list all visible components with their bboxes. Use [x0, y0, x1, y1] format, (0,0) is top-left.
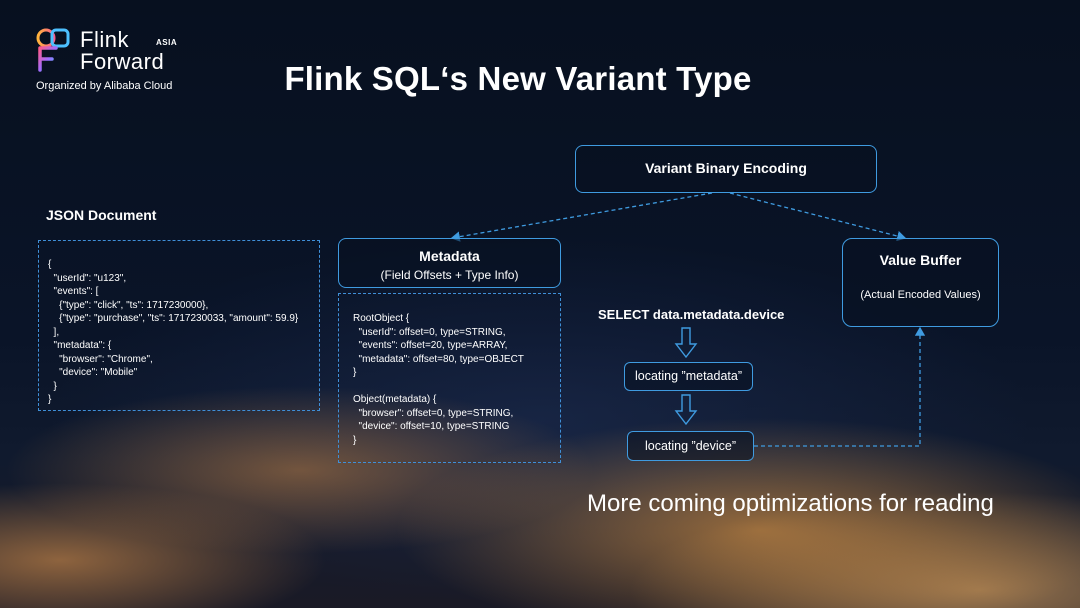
sql-query-text: SELECT data.metadata.device [598, 307, 785, 322]
connector-to-metadata [450, 192, 713, 242]
value-buffer-box: Value Buffer (Actual Encoded Values) [842, 238, 999, 327]
locating-device-box: locating ”device” [627, 431, 754, 461]
variant-binary-encoding-label: Variant Binary Encoding [645, 160, 807, 176]
value-buffer-subtitle: (Actual Encoded Values) [860, 289, 981, 301]
slide-title: Flink SQL‘s New Variant Type [284, 60, 752, 97]
locating-device-label: locating ”device” [644, 439, 736, 453]
value-buffer-title: Value Buffer [879, 252, 962, 268]
footer-tagline: More coming optimizations for reading [587, 490, 994, 517]
logo-region-badge: ASIA [156, 38, 178, 47]
metadata-subtitle: (Field Offsets + Type Info) [380, 268, 519, 282]
json-document-heading: JSON Document [46, 207, 157, 223]
metadata-title: Metadata [419, 248, 480, 264]
json-document-code: { "userId": "u123", "events": [ {"type":… [48, 259, 299, 405]
down-arrow-icon [674, 327, 698, 359]
connector-to-value-buffer [729, 192, 907, 242]
metadata-detail-box: RootObject { "userId": offset=0, type=ST… [338, 293, 561, 463]
connector-device-to-value-buffer [754, 326, 926, 447]
organizer-text: Organized by Alibaba Cloud [36, 80, 173, 92]
metadata-detail-code: RootObject { "userId": offset=0, type=ST… [353, 313, 524, 446]
locating-metadata-box: locating ”metadata” [624, 362, 753, 391]
flink-logo-icon [36, 28, 70, 72]
locating-metadata-label: locating ”metadata” [634, 369, 742, 383]
down-arrow-icon [674, 394, 698, 426]
slide-title-container: Flink SQL‘s New Variant Type [0, 60, 1080, 98]
json-document-box: { "userId": "u123", "events": [ {"type":… [38, 240, 320, 411]
logo-text-flink: Flink [80, 27, 129, 52]
variant-binary-encoding-box: Variant Binary Encoding [575, 145, 877, 193]
logo-text-forward: Forward [80, 49, 165, 74]
metadata-box: Metadata (Field Offsets + Type Info) [338, 238, 561, 288]
flink-forward-logo: Flink Forward ASIA Organized by Alibaba … [36, 28, 186, 98]
